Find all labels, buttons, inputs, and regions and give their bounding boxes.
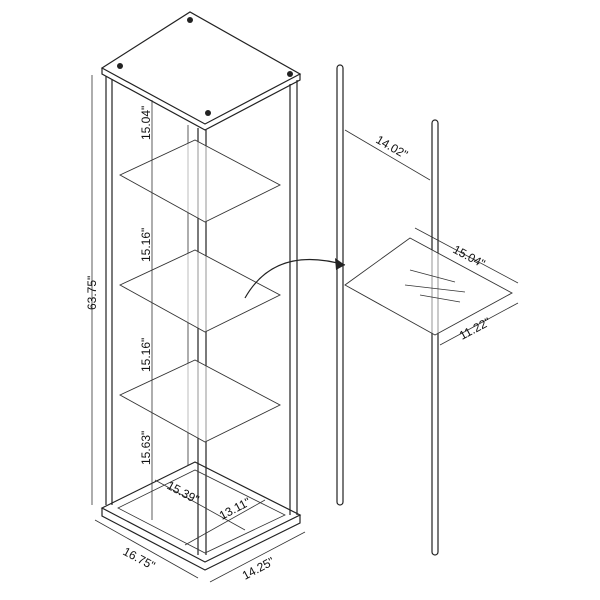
- base-depth-label: 14.25": [240, 554, 277, 582]
- shelf-gap-4-label: 15.63": [139, 431, 153, 465]
- shelf-width-dimension-line: [414, 227, 519, 284]
- glare-line: [419, 294, 461, 303]
- shelf-depth-dimension-line: [439, 302, 519, 346]
- pole: [336, 64, 344, 506]
- shelf-gap-2-label: 15.16": [139, 228, 153, 262]
- hole: [117, 63, 123, 69]
- shelf-detail-drawing: 14.02" 15.04" 11.22": [336, 64, 519, 556]
- base-width-dimension-line: [94, 519, 199, 579]
- shelf: [119, 249, 281, 333]
- shelf: [119, 359, 281, 443]
- interior-depth-dimension-line: [184, 499, 266, 546]
- interior-width-label: 15.39": [165, 478, 202, 506]
- glass-shelf: [344, 237, 513, 336]
- shelf-gap-1-label: 15.04": [139, 106, 153, 140]
- arrow-curve: [244, 258, 346, 299]
- pole-spacing-dimension-line: [344, 129, 431, 181]
- base-inner: [117, 469, 286, 554]
- hole: [187, 17, 193, 23]
- base-width-label: 16.75": [121, 544, 158, 572]
- interior-depth-label: 13.11": [217, 495, 253, 523]
- top-panel-edge: [101, 68, 301, 131]
- top-panel: [100, 11, 302, 125]
- base-edge: [101, 508, 301, 571]
- shelf-gap-3-label: 15.16": [139, 338, 153, 372]
- pole: [431, 119, 439, 556]
- cabinet-drawing: 63.75" 15.04" 15.16" 15.16" 15.63" 15.39…: [85, 11, 306, 583]
- glare-line: [409, 269, 456, 283]
- hole: [205, 110, 211, 116]
- height-label: 63.75": [85, 276, 99, 310]
- glare-line: [404, 284, 466, 293]
- shelf: [119, 139, 281, 223]
- interior-width-dimension-line: [154, 479, 246, 531]
- base-depth-dimension-line: [209, 531, 306, 583]
- hole: [287, 71, 293, 77]
